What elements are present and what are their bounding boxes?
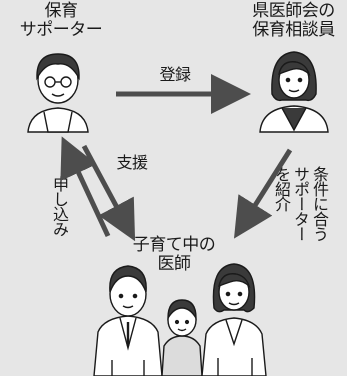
counselor-label-line2: 保育相談員 xyxy=(252,20,335,40)
introduce-arrow xyxy=(233,148,293,239)
doctor-label-line1: 子育て中の xyxy=(132,235,216,255)
apply-arrow xyxy=(60,136,111,238)
supporter-label-line2: サポーター xyxy=(19,20,103,40)
counselor-label: 県医師会の 保育相談員 xyxy=(240,2,347,40)
doctor-label: 子育て中の 医師 xyxy=(118,236,230,274)
supporter-label-line1: 保育 xyxy=(44,1,79,21)
counselor-illustration xyxy=(259,51,329,133)
register-label: 登録 xyxy=(159,65,191,84)
support-label: 支援 xyxy=(116,153,148,172)
supporter-illustration xyxy=(27,53,89,133)
support-arrow xyxy=(81,144,136,242)
supporter-label: 保育 サポーター xyxy=(2,2,120,40)
doctor-family-illustration xyxy=(93,263,267,376)
counselor-label-line1: 県医師会の xyxy=(252,1,335,21)
doctor-label-line2: 医師 xyxy=(157,254,192,274)
apply-label: 申し込み xyxy=(50,176,69,236)
introduce-label: 条件に合う サポーター を紹介 xyxy=(272,166,329,241)
